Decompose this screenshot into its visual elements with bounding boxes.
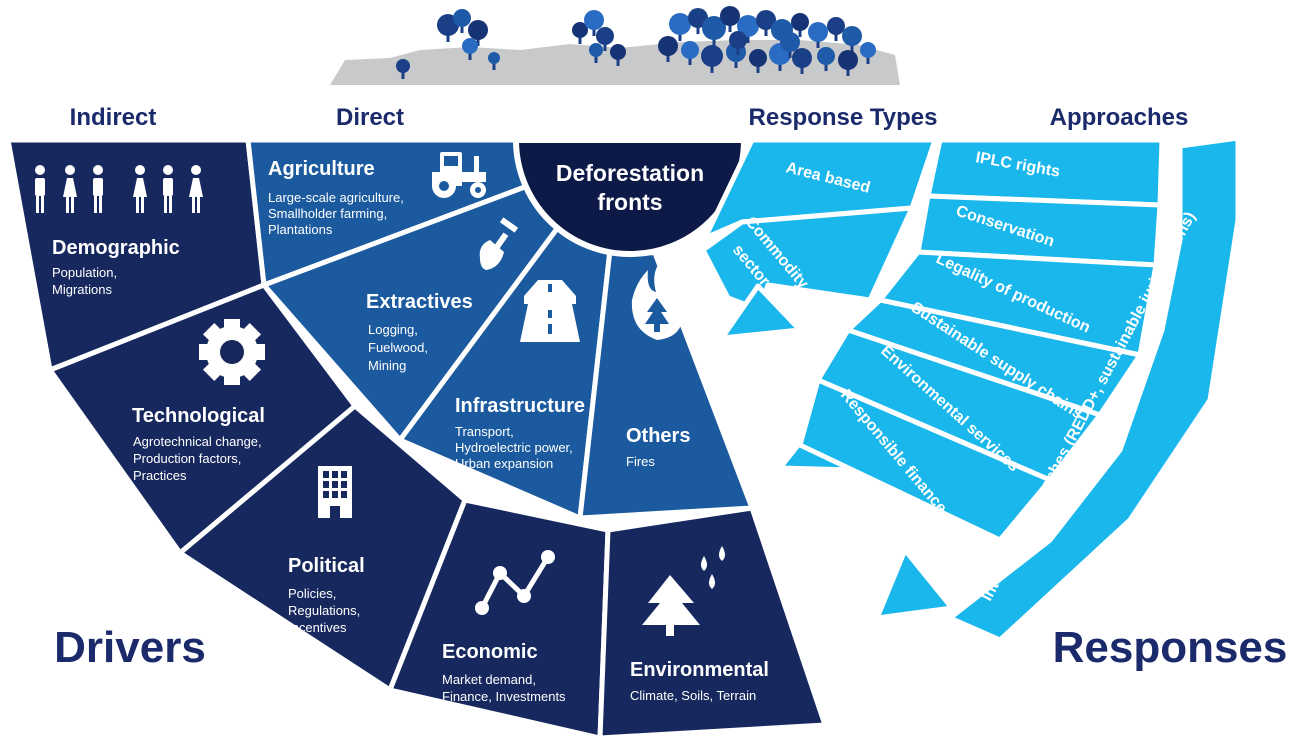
direct-detail-line: Fuelwood, — [368, 340, 428, 355]
indirect-detail-line: Population, — [52, 265, 117, 280]
people-icon — [35, 165, 203, 213]
direct-detail-line: Plantations — [268, 222, 333, 237]
direct-detail-line: Fires — [626, 454, 655, 469]
road-icon — [520, 280, 580, 342]
indirect-detail-line: Climate, Soils, Terrain — [630, 688, 756, 703]
tree-icon — [729, 31, 747, 49]
indirect-title-demographic: Demographic — [52, 237, 180, 259]
tree-icon — [468, 20, 488, 40]
direct-title-others: Others — [626, 425, 690, 447]
tree-icon — [669, 13, 691, 35]
approach-segment — [797, 377, 1053, 543]
indirect-detail-line: Market demand, — [442, 672, 536, 687]
tree-icon — [596, 27, 614, 45]
response-arrow-3 — [874, 547, 955, 621]
indirect-detail-line: Agrotechnical change, — [133, 434, 262, 449]
indirect-detail-line: Migrations — [52, 282, 112, 297]
tree-icon — [610, 44, 626, 60]
indirect-detail-line: Policies, — [288, 586, 336, 601]
direct-title-infrastructure: Infrastructure — [455, 395, 585, 417]
tree-icon — [749, 49, 767, 67]
forest-illustration — [330, 6, 900, 85]
indirect-detail-line: Production factors, — [133, 451, 241, 466]
tree-icon — [860, 42, 876, 58]
tree-icon — [681, 41, 699, 59]
building-icon — [318, 466, 352, 518]
indirect-segment-environmental — [597, 505, 828, 741]
trees-group — [396, 6, 876, 79]
indirect-title-political: Political — [288, 555, 365, 577]
header-response-types: Response Types — [749, 104, 938, 131]
deforestation-fronts-center: Deforestation fronts — [512, 137, 748, 257]
tree-icon — [780, 32, 800, 52]
indirect-title-environmental: Environmental — [630, 659, 769, 681]
responses-label: Responses — [1053, 623, 1288, 672]
indirect-detail-line: Incentives — [288, 620, 347, 635]
indirect-title-economic: Economic — [442, 641, 538, 663]
tree-icon — [396, 59, 410, 73]
direct-detail-line: Large-scale agriculture, — [268, 190, 404, 205]
tree-icon — [720, 6, 740, 26]
indirect-detail-line: Finance, Investments — [442, 689, 566, 704]
indirect-detail-line: Regulations, — [288, 603, 360, 618]
header-indirect: Indirect — [70, 104, 157, 131]
direct-detail-line: Hydroelectric power, — [455, 440, 573, 455]
tree-rain-icon — [642, 546, 725, 636]
tree-icon — [462, 38, 478, 54]
tree-icon — [756, 10, 776, 30]
direct-detail-line: Smallholder farming, — [268, 206, 387, 221]
indirect-title-technological: Technological — [132, 405, 265, 427]
direct-detail-line: Logging, — [368, 322, 418, 337]
header-direct: Direct — [336, 104, 404, 131]
tree-icon — [792, 48, 812, 68]
response-arrow-1 — [719, 283, 803, 341]
tree-icon — [488, 52, 500, 64]
tree-icon — [817, 47, 835, 65]
tree-icon — [589, 43, 603, 57]
direct-title-agriculture: Agriculture — [268, 158, 375, 180]
tree-icon — [838, 50, 858, 70]
tree-icon — [808, 22, 828, 42]
indirect-detail-line: Practices — [133, 468, 187, 483]
line-chart-icon — [475, 550, 555, 615]
tree-icon — [453, 9, 471, 27]
tree-icon — [702, 16, 726, 40]
direct-detail-line: Transport, — [455, 424, 514, 439]
tree-icon — [658, 36, 678, 56]
integrated-approaches-band — [947, 135, 1241, 643]
direct-detail-line: Mining — [368, 358, 406, 373]
tree-icon — [827, 17, 845, 35]
tree-icon — [572, 22, 588, 38]
tree-icon — [701, 45, 723, 67]
direct-detail-line: Urban expansion — [455, 456, 553, 471]
shovel-icon — [479, 217, 519, 270]
tractor-icon — [432, 152, 486, 198]
tree-icon — [688, 8, 708, 28]
tree-icon — [791, 13, 809, 31]
gear-icon — [199, 319, 265, 385]
tree-icon — [737, 15, 759, 37]
fire-icon — [631, 258, 684, 340]
center-title-line2: fronts — [597, 189, 662, 215]
direct-title-extractives: Extractives — [366, 291, 473, 313]
header-approaches: Approaches — [1050, 104, 1189, 131]
center-title-line1: Deforestation — [556, 160, 704, 186]
tree-icon — [842, 26, 862, 46]
tree-icon — [584, 10, 604, 30]
drivers-label: Drivers — [54, 623, 206, 672]
